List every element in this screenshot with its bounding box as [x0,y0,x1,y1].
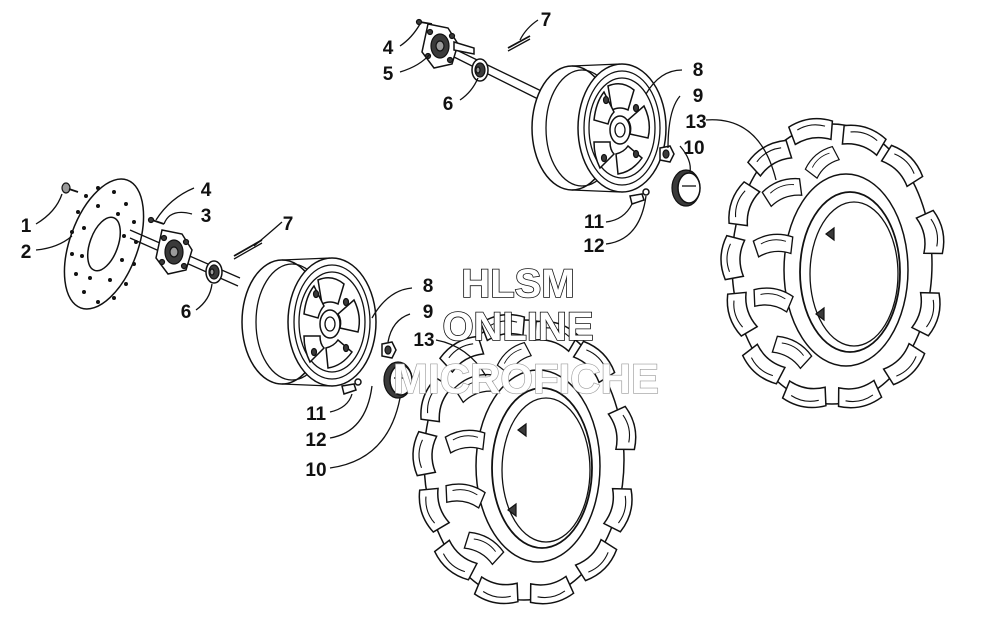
callout-13-lower: 13 [413,330,434,351]
callout-11-lower: 11 [306,404,327,425]
callout-2: 2 [21,242,32,263]
callout-8-lower: 8 [423,276,434,297]
callout-12-lower: 12 [305,430,326,451]
callout-13-upper: 13 [685,112,706,133]
upper-hub [421,23,475,69]
upper-rim [531,63,667,193]
watermark-line-2: ONLINE [442,305,593,349]
lower-valve-stem [341,378,362,395]
lower-rim [241,257,377,387]
callout-4-upper: 4 [383,38,394,59]
callout-9-upper: 9 [693,86,704,107]
watermark-line-1: HLSM [461,262,574,306]
upper-tire [720,116,947,411]
lower-wheel-assembly [61,178,639,607]
brake-disc [63,178,145,310]
lower-hub-cap [383,361,413,399]
upper-hub-cap [671,169,701,207]
callout-12-upper: 12 [583,236,604,257]
lower-hub [155,229,193,275]
callout-7-lower: 7 [283,214,294,235]
upper-lug-nut [659,145,675,163]
callout-4-lower: 4 [201,180,212,201]
callout-7-upper: 7 [541,10,552,31]
upper-wheel-assembly [415,18,948,412]
callout-9-lower: 9 [423,302,434,323]
callout-8-upper: 8 [693,60,704,81]
callout-11-upper: 11 [584,212,605,233]
leader-lines [35,19,777,469]
callout-labels: 1 2 3 4 4 5 6 6 7 7 8 8 9 9 10 10 11 11 … [21,10,707,481]
disc-bolt [61,182,79,194]
lower-bearing [205,260,223,284]
callout-5: 5 [383,64,394,85]
upper-bearing [471,58,489,82]
callout-1: 1 [21,216,32,237]
callout-10-upper: 10 [683,138,704,159]
callout-10-lower: 10 [305,460,326,481]
watermark: HLSM ONLINE MICROFICHE [392,261,659,402]
callout-6-upper: 6 [443,94,454,115]
callout-3: 3 [201,206,212,227]
watermark-line-3: MICROFICHE [393,355,659,402]
lower-lug-nut [381,341,397,359]
callout-6-lower: 6 [181,302,192,323]
upper-cotter-pin [507,35,531,49]
upper-valve-stem [629,188,650,205]
